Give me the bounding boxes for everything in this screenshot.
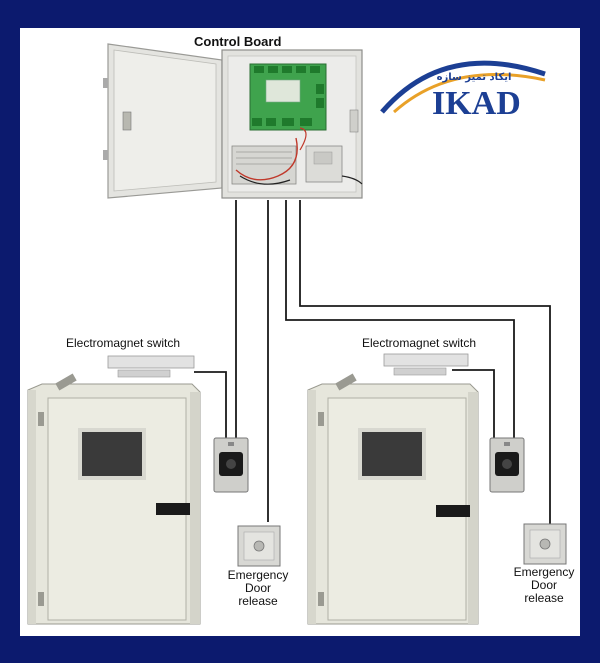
control-board-cabinet: [103, 43, 363, 199]
door-window: [78, 428, 146, 480]
door-right: [307, 373, 479, 625]
power-supply: [231, 145, 297, 185]
control-board-title: Control Board: [194, 34, 282, 49]
electromagnet-right: [383, 353, 469, 376]
ikad-logo: IKAD ایکاد تمیز سازه: [380, 60, 546, 122]
sensor-left: [213, 437, 249, 493]
emergency-release-right: [523, 523, 567, 565]
door-window: [358, 428, 426, 480]
relay-module: [305, 145, 343, 183]
release-line-1: Emergency: [513, 565, 575, 579]
release-line-2: Door: [530, 578, 557, 592]
em-switch-label-left: Electromagnet switch: [66, 336, 181, 350]
logo-wordmark: IKAD: [432, 85, 521, 122]
em-switch-label-right: Electromagnet switch: [362, 336, 477, 350]
door-handle: [436, 505, 470, 517]
release-line-1: Emergency: [227, 568, 289, 582]
release-line-3: release: [524, 591, 564, 605]
logo-subtitle: ایکاد تمیز سازه: [437, 72, 512, 83]
release-line-2: Door: [244, 581, 271, 595]
door-handle: [156, 503, 190, 515]
emergency-release-label-right: Emergency Door release: [506, 566, 582, 605]
door-left: [27, 373, 201, 625]
emergency-release-label-left: Emergency Door release: [220, 569, 296, 608]
release-line-3: release: [238, 594, 278, 608]
wiring: [194, 200, 551, 524]
emergency-release-left: [237, 525, 281, 567]
control-pcb: [249, 63, 327, 131]
electromagnet-left: [107, 355, 195, 378]
sensor-right: [489, 437, 525, 493]
